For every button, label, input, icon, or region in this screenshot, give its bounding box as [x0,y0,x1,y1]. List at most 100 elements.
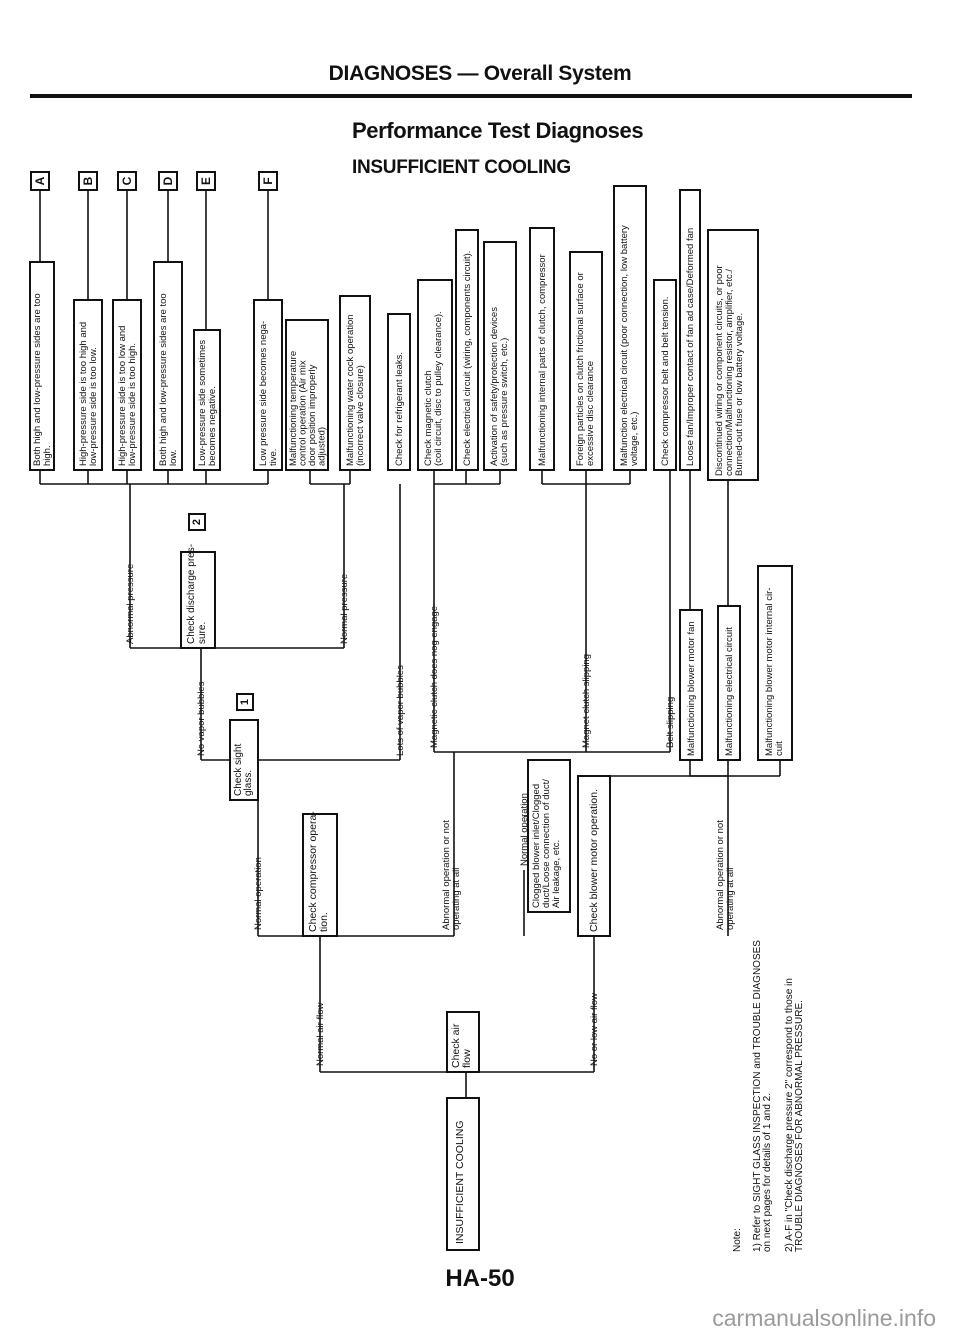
root-node-label-line: INSUFFICIENT COOLING [454,1121,466,1244]
pressure-F-label-line: tive. [268,449,279,466]
safety-devices-label: Activation of safety/protection devices(… [489,307,510,466]
branch-no-low-air-flow-line: No or low air flow [589,993,600,1066]
check-blower-label: Check blower motor operation. [588,789,600,932]
safety-devices-node [483,241,517,471]
temp-control-node [285,319,329,471]
malfunction-electrical-label: Malfunction electrical circuit (poor con… [619,225,640,466]
pressure-A-node [29,261,55,471]
loose-fan-node [679,189,701,471]
pressure-F-label: Low pressure side becomes nega-tive. [258,321,279,466]
internal-clutch-node [529,227,555,471]
pressure-A-label: Both high and low-pressure sides are too… [32,293,53,466]
pressure-B-node [73,299,103,471]
loose-fan-label: Loose fan/Improper contact of fan ad cas… [685,228,696,466]
branch-abnormal-pressure-line: Abnormal pressure [125,564,136,644]
branch-lots-vapor-bubbles: Lots of vapor bubbles [395,665,406,756]
discontinued-wiring-node [707,229,759,481]
loose-fan-label-line: Loose fan/Improper contact of fan ad cas… [685,228,696,466]
discontinued-wiring-label-line: connection/Malfunctioning resistor, ampl… [724,269,735,476]
blower-electrical-node [717,605,741,761]
check-discharge-label-line: sure. [197,622,208,644]
header-rule [30,94,912,98]
pressure-C-node [112,299,142,471]
pressure-D-label: Both high and low-pressure sides are too… [158,293,179,466]
check-discharge-label: Check discharge pres-sure. [186,544,208,644]
blower-motor-fan-node [679,609,703,761]
branch-normal-air-flow: Normal air flow [315,1003,326,1066]
tag-B: B [78,171,98,191]
notes-heading: Note: [732,1228,743,1252]
temp-control-label-line: door position improperly [307,364,318,466]
pressure-D-label-line: low. [168,450,179,466]
tag-D: D [158,171,178,191]
check-discharge-label-line: Check discharge pres- [186,544,197,644]
discontinued-wiring-label-line: Burned-out fuse or low battery voltage. [734,313,745,476]
branch-no-vapor-bubbles-line: No vapor bubbles [196,681,207,756]
check-sight-label-line: Check sight [233,744,244,796]
belt-check-label: Check compressor belt and belt tension. [660,296,671,466]
section-subtitle: INSUFFICIENT COOLING [352,157,571,178]
branch-belt-slipping: Belt slipping [665,697,676,748]
temp-control-label-line: Malfunctioning temperature [288,351,299,466]
notes-item-2-line: TROUBLE DIAGNOSES FOR ABNORMAL PRESSURE. [794,1000,805,1252]
blower-motor-fan-label: Malfunctioning blower motor fan [686,621,697,756]
notes-item-2: 2) A-F in "Check discharge pressure 2" c… [784,978,805,1252]
check-compressor-label: Check compressor opera-tion. [307,811,330,932]
watermark: carmanualsonline.info [712,1305,936,1331]
page-number: HA-50 [445,1265,515,1292]
check-compressor-label-line: Check compressor opera- [307,811,319,932]
tag-ref-2: 2 [188,513,206,531]
branch-normal-operation-line: Normal operation [253,857,264,930]
malfunction-electrical-node [613,185,647,471]
magnetic-clutch-label-line: (coil circuit, disc to pulley clearance)… [433,311,444,466]
blower-internal-node [757,565,793,761]
check-air-flow-label-line: flow [461,1049,473,1068]
tag-B-label: B [81,176,95,185]
water-cock-label-line: Malfunctioning water cock operation [345,314,356,466]
pressure-E-label-line: becomes negative. [207,386,218,466]
electrical-circuit-label-line: Check electrical circuit (wiring, compon… [462,251,473,466]
notes-item-1-line: on next pages for details of 1 and 2. [762,1093,773,1252]
clogged-label-line: Clogged blower inlet/Clogged [531,784,542,908]
tag-C-label: C [120,176,134,185]
branch-abnormal-operation-2-line: operating at all [725,868,736,930]
root-node-label: INSUFFICIENT COOLING [454,1121,466,1244]
pressure-E-label-line: Low-pressure side sometimes [197,340,208,466]
discontinued-wiring-label-line: Discontinued wiring or component circuit… [714,265,725,476]
check-blower-node [577,775,611,937]
check-compressor-node [302,813,338,937]
tag-ref-1-label: 1 [239,699,251,705]
notes-heading-line: Note: [732,1228,743,1252]
magnetic-clutch-label: Check magnetic clutch(coil circuit, disc… [423,311,444,466]
check-discharge-node [180,551,216,649]
belt-check-node [653,279,677,471]
tag-F: F [258,171,278,191]
foreign-particles-label-line: Foreign particles on clutch frictional s… [575,272,586,466]
refrigerant-leaks-node [387,313,411,471]
pressure-F-label-line: Low pressure side becomes nega- [258,321,269,466]
magnetic-clutch-node [417,279,453,471]
pressure-E-node [193,329,221,471]
notes-item-1: 1) Refer to SIGHT GLASS INSPECTION and T… [752,940,773,1252]
branch-normal-operation: Normal operation [253,857,264,930]
pressure-F-node [253,299,283,471]
branch-clutch-slipping: Magnet clutch slipping [581,654,592,748]
tag-ref-2-label: 2 [191,519,203,525]
pressure-D-node [153,261,183,471]
branch-normal-operation-2-line: Normal operation [519,793,530,866]
check-blower-label-line: Check blower motor operation. [588,789,600,932]
clogged-label-line: duct/Loose connection of duct/ [541,779,552,908]
branch-normal-pressure-line: Normal pressure [339,574,350,644]
notes-item-2-line: 2) A-F in "Check discharge pressure 2" c… [784,978,795,1252]
branch-abnormal-operation-2-line: Abnormal operation or not [715,820,726,930]
